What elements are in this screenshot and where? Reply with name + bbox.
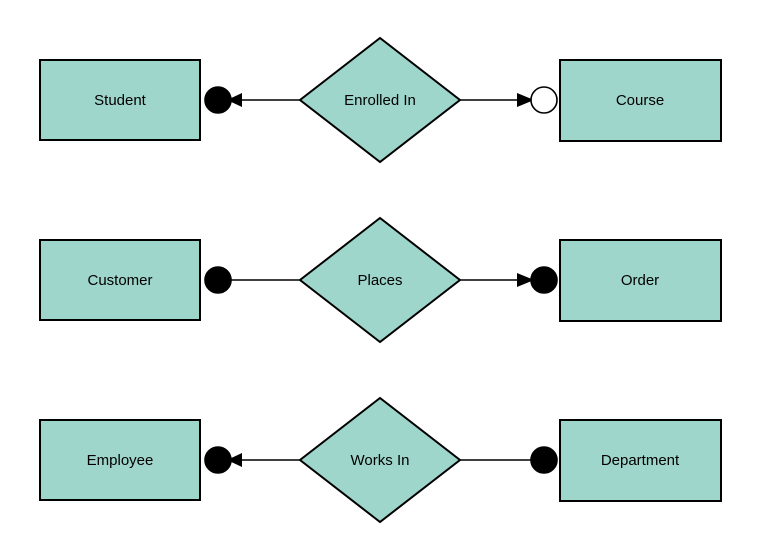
entity-label-student: Student [94,92,147,109]
arrowhead-left-icon-student [227,93,242,107]
cardinality-marker-many-customer [204,266,232,294]
cardinality-marker-many-student [204,86,232,114]
entity-label-course: Course [616,92,664,109]
relationship-group-places: Customer Places Order [39,216,722,344]
arrowhead-left-icon-employee [227,453,242,467]
entity-box-employee[interactable] [39,419,201,501]
cardinality-marker-many-order [530,266,558,294]
entity-label-order: Order [621,272,659,289]
entity-box-customer[interactable] [39,239,201,321]
entity-label-department: Department [601,452,680,469]
entity-label-customer: Customer [87,272,152,289]
entity-label-employee: Employee [87,452,154,469]
cardinality-marker-many-department [530,446,558,474]
entity-box-department[interactable] [559,419,722,502]
arrowhead-right-icon-course [517,93,534,107]
relationship-diamond-enrolled-in[interactable] [298,36,462,164]
relationship-group-works-in: Employee Works In Department [39,396,722,524]
cardinality-marker-many-employee [204,446,232,474]
entity-box-order[interactable] [559,239,722,322]
arrowhead-right-icon-order [517,273,534,287]
relationship-label-works-in: Works In [351,452,410,469]
cardinality-marker-one-course [530,86,558,114]
relationship-group-enrolled-in: Student Enrolled In Course [39,36,722,164]
relationship-label-places: Places [357,272,402,289]
entity-box-course[interactable] [559,59,722,142]
relationship-diamond-works-in[interactable] [298,396,462,524]
entity-box-student[interactable] [39,59,201,141]
relationship-label-enrolled-in: Enrolled In [344,92,416,109]
relationship-diamond-places[interactable] [298,216,462,344]
